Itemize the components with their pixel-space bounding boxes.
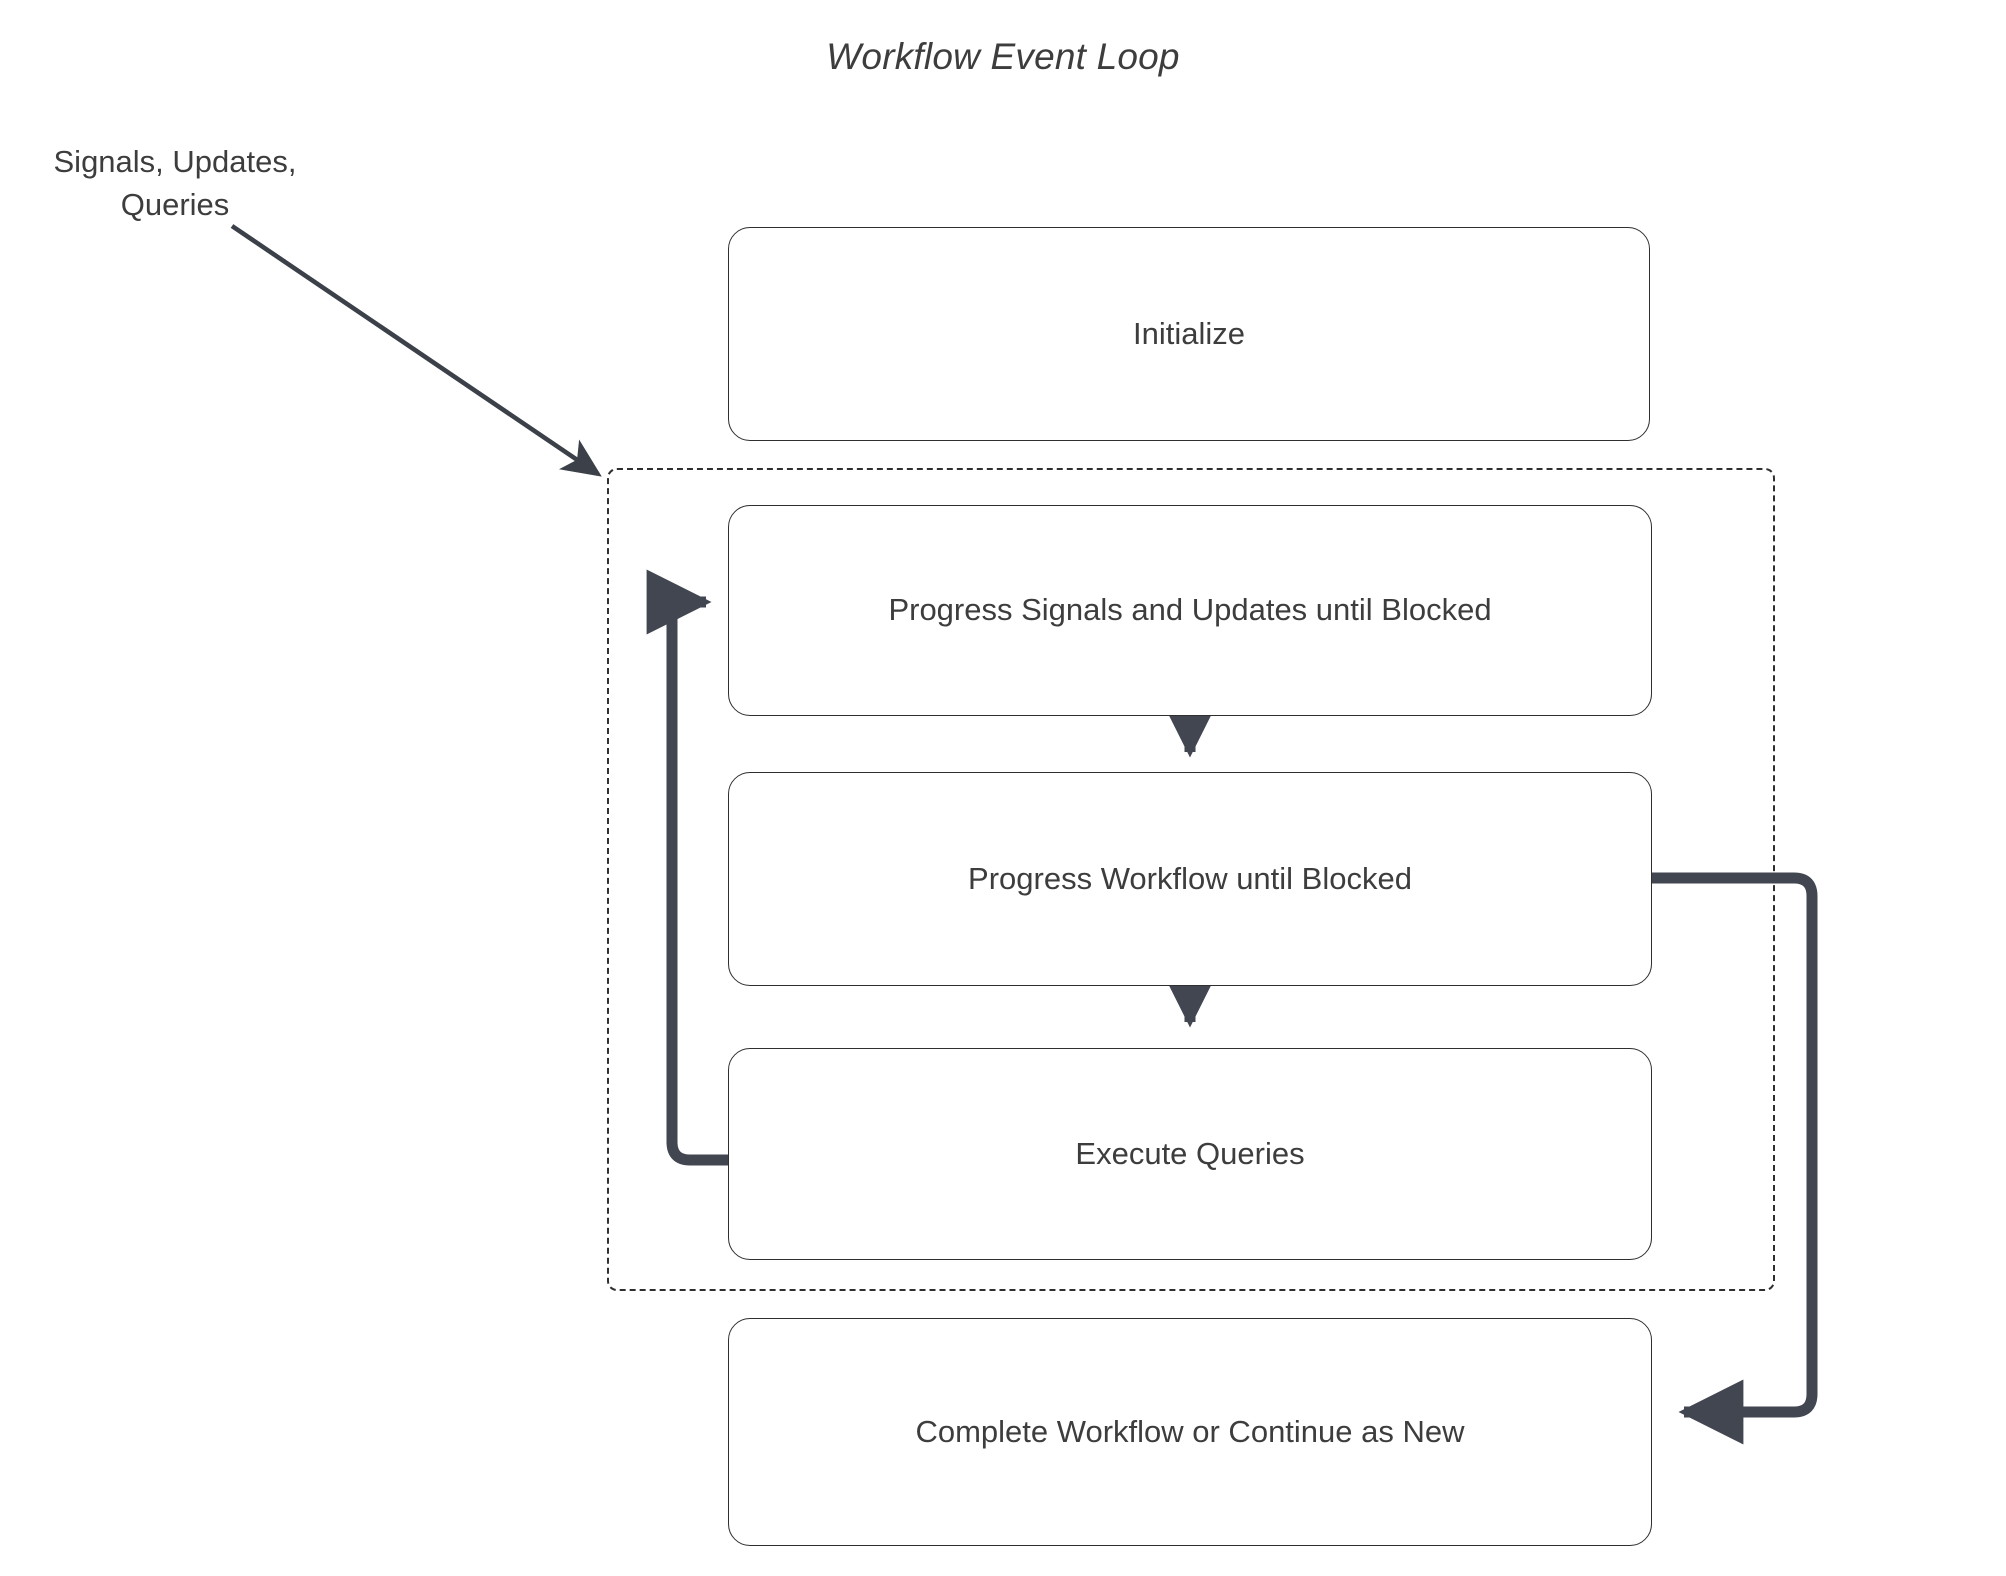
- node-progress-signals[interactable]: Progress Signals and Updates until Block…: [728, 505, 1652, 716]
- node-execute-queries[interactable]: Execute Queries: [728, 1048, 1652, 1260]
- node-initialize[interactable]: Initialize: [728, 227, 1650, 441]
- node-complete-workflow-label: Complete Workflow or Continue as New: [915, 1413, 1465, 1449]
- node-initialize-label: Initialize: [1133, 315, 1245, 351]
- node-execute-queries-label: Execute Queries: [1075, 1135, 1305, 1171]
- external-input-label: Signals, Updates, Queries: [10, 140, 340, 226]
- node-progress-workflow-label: Progress Workflow until Blocked: [968, 860, 1412, 896]
- edge-signals-to-loop: [230, 224, 602, 477]
- external-input-label-line1: Signals, Updates,: [53, 144, 297, 179]
- node-progress-signals-label: Progress Signals and Updates until Block…: [888, 592, 1492, 628]
- node-complete-workflow[interactable]: Complete Workflow or Continue as New: [728, 1318, 1652, 1546]
- external-input-label-line2: Queries: [120, 187, 230, 222]
- diagram-title: Workflow Event Loop: [826, 36, 1180, 77]
- node-progress-workflow[interactable]: Progress Workflow until Blocked: [728, 772, 1652, 986]
